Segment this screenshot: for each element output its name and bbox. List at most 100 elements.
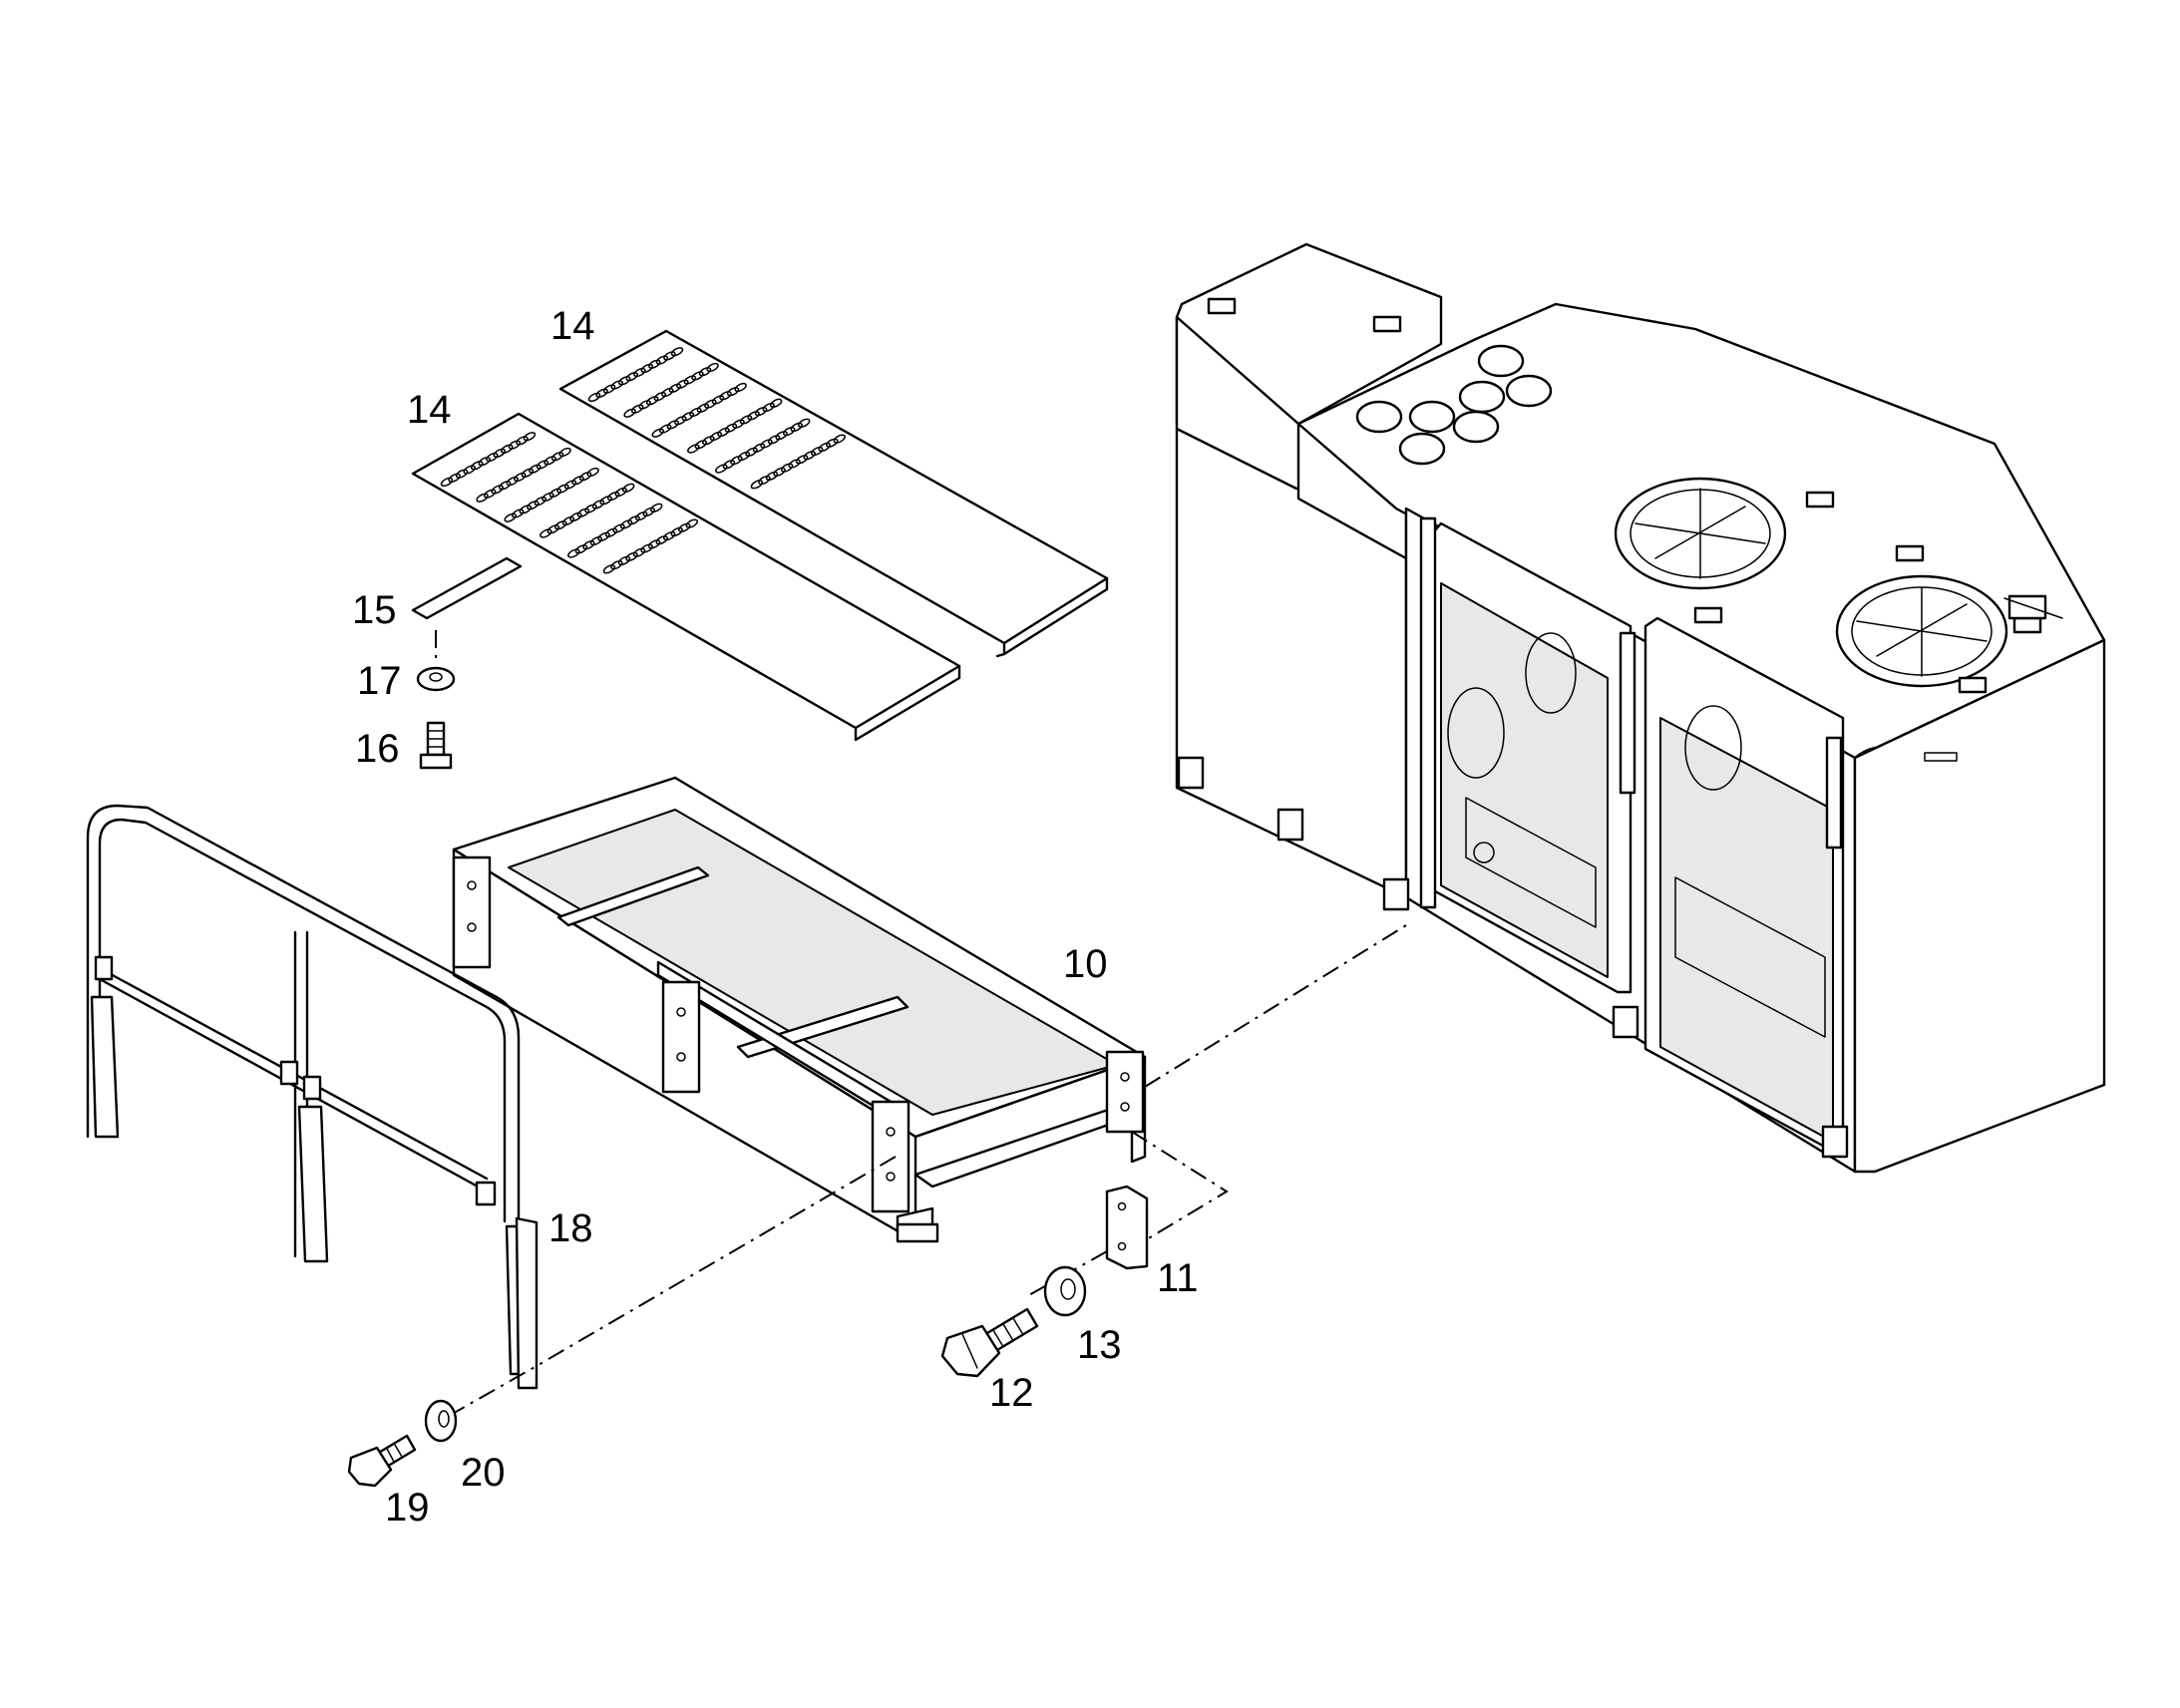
- perforation-hole: [574, 544, 588, 554]
- perforation-hole: [546, 524, 560, 534]
- callout-14-upper: 14: [550, 304, 595, 348]
- perforation-hole: [767, 435, 781, 445]
- perforation-hole: [663, 351, 676, 361]
- perforation-hole: [833, 434, 847, 444]
- perforation-hole: [730, 455, 743, 466]
- perforation-hole: [556, 484, 569, 494]
- perforation-hole: [754, 406, 768, 417]
- perforation-hole: [706, 362, 719, 373]
- perforation-hole: [542, 492, 554, 503]
- perforation-hole: [511, 509, 525, 518]
- perforation-hole: [732, 419, 745, 429]
- perforation-hole: [483, 489, 497, 499]
- perforation-hole: [782, 426, 796, 437]
- perforation-hole: [582, 539, 595, 550]
- mount-plate-11: [1105, 1185, 1149, 1270]
- perforation-hole: [599, 496, 612, 506]
- perforation-hole: [640, 363, 654, 374]
- perforation-hole: [640, 543, 653, 553]
- callout-18: 18: [548, 1206, 593, 1250]
- perforation-hole: [719, 391, 732, 401]
- perforation-hole: [625, 551, 638, 561]
- perforation-hole: [498, 481, 512, 491]
- grate-perforations-lower: [440, 432, 699, 574]
- perforation-hole: [674, 416, 687, 426]
- perforation-hole: [478, 457, 491, 467]
- perforation-hole: [536, 460, 549, 470]
- perforation-hole: [623, 408, 636, 418]
- callout-20: 20: [461, 1451, 506, 1495]
- grate-perforations-upper: [587, 347, 847, 490]
- perforation-hole: [493, 448, 507, 459]
- assembly-axis-plate: [1126, 1131, 1229, 1252]
- perforation-hole: [648, 359, 661, 369]
- perforation-hole: [625, 372, 638, 382]
- perforation-hole: [455, 469, 469, 479]
- perforation-hole: [666, 420, 680, 430]
- perforation-hole: [687, 444, 700, 454]
- perforation-hole: [506, 476, 520, 487]
- callout-14-lower: 14: [407, 388, 452, 432]
- assembly-axis-frame: [1144, 924, 1407, 1088]
- perforation-hole: [662, 530, 676, 541]
- perforation-hole: [724, 423, 738, 433]
- perforation-hole: [788, 459, 801, 469]
- perforation-hole: [486, 452, 499, 463]
- bolt-16: [419, 721, 453, 770]
- perforation-hole: [614, 487, 627, 498]
- perforation-hole: [670, 347, 684, 357]
- perforation-hole: [561, 515, 575, 526]
- perforation-hole: [567, 548, 580, 558]
- perforation-hole: [797, 418, 811, 428]
- perforation-hole: [711, 395, 725, 405]
- perforation-hole: [658, 424, 672, 434]
- perforation-hole: [678, 522, 691, 532]
- perforation-hole: [617, 555, 631, 566]
- perforation-hole: [544, 456, 556, 466]
- perforation-hole: [632, 547, 646, 557]
- perforation-hole: [597, 531, 610, 541]
- perforation-hole: [683, 375, 697, 385]
- perforation-hole: [586, 467, 599, 478]
- perforation-hole: [765, 471, 779, 482]
- perforation-hole: [634, 511, 648, 521]
- assembly-axis-19: [448, 1365, 538, 1417]
- perforation-hole: [527, 501, 540, 511]
- perforation-hole: [709, 431, 723, 442]
- washer-13: [1043, 1265, 1087, 1317]
- perforation-hole: [633, 367, 646, 378]
- callout-15: 15: [352, 588, 397, 632]
- perforation-hole: [554, 520, 567, 530]
- perforation-hole: [752, 443, 766, 453]
- callout-11: 11: [1157, 1256, 1199, 1300]
- frame-assembly: [1175, 242, 2106, 1174]
- perforation-hole: [790, 422, 803, 433]
- perforation-hole: [649, 503, 663, 512]
- perforation-hole: [521, 468, 535, 478]
- perforation-hole: [604, 527, 618, 537]
- perforation-hole: [571, 476, 584, 486]
- callout-12: 12: [989, 1371, 1034, 1415]
- perforation-hole: [619, 519, 633, 529]
- perforation-hole: [548, 488, 562, 498]
- perforation-hole: [491, 485, 504, 495]
- perforation-hole: [780, 463, 794, 473]
- perforation-hole: [762, 402, 775, 413]
- perforation-hole: [698, 367, 712, 377]
- perforation-hole: [715, 464, 728, 474]
- perforation-hole: [595, 388, 608, 398]
- bolt-12: [940, 1307, 1039, 1378]
- perforation-hole: [621, 483, 635, 493]
- perforation-hole: [795, 455, 809, 465]
- perforation-hole: [694, 440, 708, 450]
- perforation-hole: [606, 491, 620, 502]
- perforation-hole: [476, 493, 489, 503]
- perforation-hole: [591, 500, 605, 510]
- perforation-hole: [726, 387, 740, 397]
- perforation-hole: [587, 392, 601, 403]
- perforation-hole: [670, 526, 683, 537]
- perforation-hole: [653, 391, 667, 402]
- perforation-hole: [818, 442, 831, 453]
